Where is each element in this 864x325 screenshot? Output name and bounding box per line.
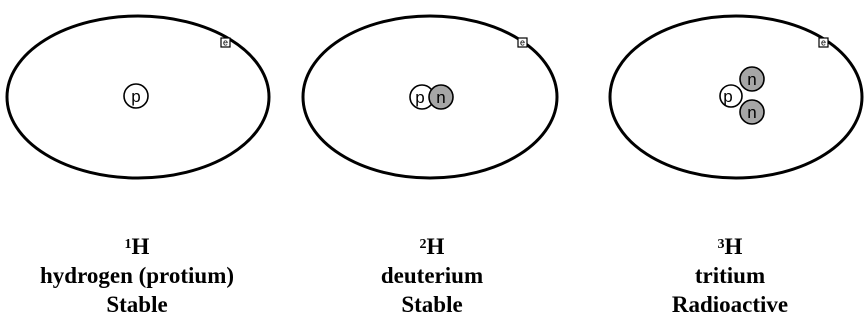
electron-orbit — [5, 14, 271, 180]
electron-orbit — [301, 14, 559, 180]
electron: e — [220, 37, 231, 48]
neutron: n — [739, 66, 765, 92]
element-symbol: H — [131, 234, 150, 259]
isotope-name: tritium — [694, 263, 766, 288]
mass-number: 2 — [419, 237, 427, 252]
proton: p — [719, 84, 743, 108]
electron: e — [517, 37, 528, 48]
isotope-symbol: 3H — [600, 232, 860, 261]
isotope-name: hydrogen (protium) — [39, 263, 235, 288]
electron-label: e — [520, 38, 525, 48]
neutron: n — [739, 99, 765, 125]
isotope-name: deuterium — [380, 263, 484, 288]
stability-label: Stable — [401, 292, 463, 317]
neutron: n — [428, 84, 454, 110]
stability-label: Radioactive — [671, 292, 789, 317]
electron: e — [818, 37, 829, 48]
proton-label: p — [723, 87, 732, 106]
electron-orbit — [608, 14, 864, 180]
caption-tritium: 3H tritium Radioactive — [600, 232, 860, 319]
neutron-label: n — [436, 88, 445, 107]
proton-label: p — [415, 88, 424, 107]
proton: p — [123, 83, 149, 109]
isotope-symbol: 1H — [7, 232, 267, 261]
mass-number: 3 — [717, 237, 725, 252]
atom-tritium: e p n n — [608, 14, 864, 180]
neutron-label: n — [747, 70, 756, 89]
isotope-diagrams: e p e p n e p — [5, 14, 864, 180]
element-symbol: H — [724, 234, 743, 259]
electron-label: e — [821, 38, 826, 48]
isotope-symbol: 2H — [302, 232, 562, 261]
mass-number: 1 — [124, 237, 132, 252]
element-symbol: H — [426, 234, 445, 259]
proton-label: p — [131, 87, 140, 106]
atom-protium: e p — [5, 14, 271, 180]
caption-deuterium: 2H deuterium Stable — [302, 232, 562, 319]
caption-protium: 1H hydrogen (protium) Stable — [7, 232, 267, 319]
electron-label: e — [223, 38, 228, 48]
neutron-label: n — [747, 103, 756, 122]
atom-deuterium: e p n — [301, 14, 559, 180]
stability-label: Stable — [106, 292, 168, 317]
